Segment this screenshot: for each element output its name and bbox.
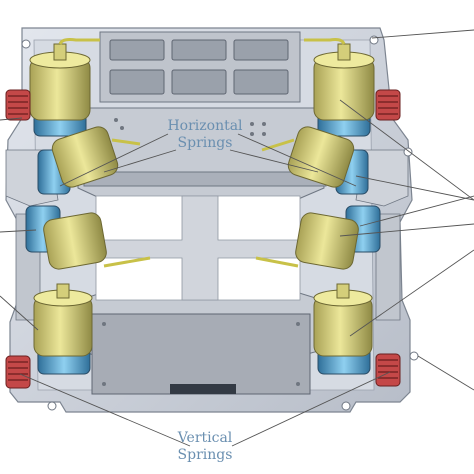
spring-top-left (5, 89, 31, 121)
spring-top-right (375, 89, 401, 121)
damper-top-right (304, 38, 375, 137)
damper-bottom-left (33, 283, 93, 375)
horizontal-springs-label: Horizontal Springs (160, 118, 250, 152)
damper-top-left (29, 38, 100, 137)
damper-horizontal-upper-right (261, 126, 369, 195)
spring-bottom-right (375, 353, 401, 387)
spring-bottom-left (5, 355, 31, 389)
damper-horizontal-lower-left (25, 205, 151, 270)
center-payload-plate (77, 107, 327, 395)
top-mounting-plate (99, 31, 301, 103)
horizontal-springs-label-line2: Springs (177, 135, 233, 151)
vertical-springs-label: Vertical Springs (160, 430, 250, 464)
damper-horizontal-lower-right (255, 205, 381, 270)
damper-bottom-right (313, 283, 373, 375)
horizontal-springs-label-line1: Horizontal (167, 118, 243, 134)
vertical-springs-label-line1: Vertical (177, 430, 233, 446)
leader-lines (0, 29, 474, 447)
vertical-springs-label-line2: Springs (177, 447, 233, 463)
damper-horizontal-upper-left (37, 126, 141, 195)
